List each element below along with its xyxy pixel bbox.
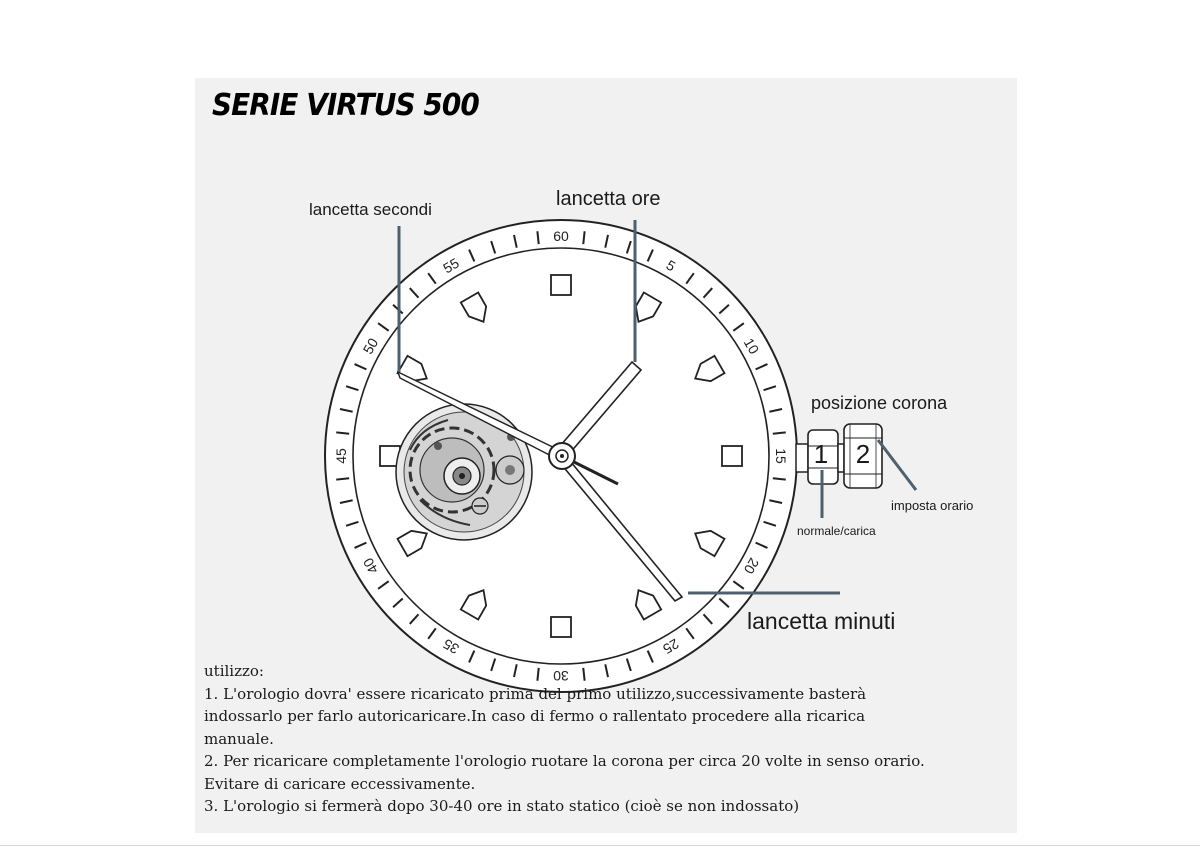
bezel-number: 15	[773, 448, 789, 464]
bezel-tick	[625, 240, 632, 254]
bezel-tick	[339, 408, 353, 413]
bezel-number: 55	[440, 255, 462, 277]
bezel-tick	[345, 385, 359, 392]
bezel-tick	[718, 304, 730, 315]
bezel-tick	[345, 520, 359, 527]
bezel-tick	[513, 234, 518, 248]
bezel-tick	[536, 231, 540, 245]
bezel-tick	[646, 650, 654, 663]
bezel-tick	[685, 627, 695, 640]
usage-note-line: 1. L'orologio dovra' essere ricaricato p…	[204, 684, 867, 703]
set-time-pointer	[876, 439, 918, 491]
bezel-tick	[755, 363, 768, 371]
hour-marker-baton	[634, 291, 663, 323]
crown-position-2-number: 2	[856, 439, 870, 469]
bezel-number: 60	[553, 228, 569, 244]
bezel-tick	[646, 249, 654, 262]
set-time-label: imposta orario	[891, 498, 973, 513]
bezel-tick	[582, 667, 586, 681]
crown-position-2	[843, 423, 883, 489]
hour-marker-baton	[459, 291, 488, 323]
crown-stem	[795, 443, 809, 473]
usage-note-line: 3. L'orologio si fermerà dopo 30-40 ore …	[204, 797, 800, 815]
bezel-tick	[513, 664, 518, 678]
bezel-tick	[354, 363, 367, 371]
crown-position-label: posizione corona	[811, 393, 948, 413]
page-divider	[0, 845, 1200, 846]
hour-marker-baton	[459, 589, 488, 621]
usage-notes-heading: utilizzo:	[204, 662, 264, 680]
bezel-tick	[763, 520, 777, 527]
bezel-tick	[604, 234, 609, 248]
bezel-tick	[769, 499, 783, 504]
bezel-tick	[769, 408, 783, 413]
bezel-tick	[718, 597, 730, 608]
usage-note-line: Evitare di caricare eccessivamente.	[204, 774, 476, 793]
hour-marker-baton	[634, 589, 663, 621]
bezel-number: 40	[360, 555, 382, 577]
hour-marker-square	[550, 616, 572, 638]
bezel-tick	[336, 431, 350, 435]
hour-markers	[379, 274, 743, 638]
bezel-number: 30	[553, 668, 569, 684]
hour-marker-baton	[396, 529, 428, 558]
seconds-hand-label: lancetta secondi	[309, 200, 432, 219]
bezel-number: 45	[333, 448, 349, 464]
usage-notes: utilizzo: 1. L'orologio dovra' essere ri…	[204, 660, 1024, 818]
bezel-tick	[772, 477, 786, 481]
bezel-tick	[490, 658, 497, 672]
bezel-tick	[427, 627, 437, 640]
bezel-number: 10	[741, 335, 763, 357]
bezel-tick	[755, 541, 768, 549]
bezel-tick	[468, 249, 476, 262]
usage-note-line: 2. Per ricaricare completamente l'orolog…	[204, 752, 925, 770]
bezel-tick	[763, 385, 777, 392]
bezel-tick	[732, 322, 745, 332]
crown: 1 2	[795, 423, 883, 489]
bezel-tick	[625, 658, 632, 672]
bezel-tick	[392, 597, 404, 608]
bezel-tick	[582, 231, 586, 245]
bezel-tick	[409, 287, 420, 299]
normal-charge-label: normale/carica	[797, 524, 876, 538]
bezel-tick	[409, 613, 420, 625]
hour-marker-square	[721, 445, 743, 467]
bezel-tick	[336, 477, 350, 481]
bezel-tick	[427, 272, 437, 285]
hour-marker-baton	[694, 529, 726, 558]
bezel-tick	[732, 580, 745, 590]
hour-hand-label: lancetta ore	[556, 188, 661, 210]
hour-marker-square	[550, 274, 572, 296]
bezel-tick	[468, 650, 476, 663]
bezel-tick	[377, 580, 390, 590]
label-pointers	[397, 220, 918, 595]
minute-hand-label: lancetta minuti	[747, 608, 895, 634]
bezel-tick	[702, 613, 713, 625]
bezel-tick	[772, 431, 786, 435]
watch-hands	[396, 360, 684, 603]
crown-position-1-number: 1	[814, 439, 828, 469]
bezel-number: 35	[440, 636, 462, 658]
bezel-tick	[339, 499, 353, 504]
bezel-ticks	[336, 231, 786, 681]
usage-note-line: indossarlo per farlo autoricaricare.In c…	[204, 707, 866, 725]
bezel-number: 20	[741, 555, 763, 577]
bezel-tick	[604, 664, 609, 678]
bezel-tick	[702, 287, 713, 299]
hour-marker-baton	[694, 354, 726, 383]
open-heart-movement	[395, 403, 533, 541]
bezel-tick	[685, 272, 695, 285]
bezel-number: 50	[360, 335, 382, 357]
bezel-tick	[354, 541, 367, 549]
page-title: SERIE VIRTUS 500	[212, 88, 480, 123]
bezel-number: 25	[660, 636, 682, 658]
usage-note-line: manuale.	[204, 729, 274, 748]
bezel-tick	[536, 667, 540, 681]
bezel-tick	[377, 322, 390, 332]
bezel-tick	[490, 240, 497, 254]
